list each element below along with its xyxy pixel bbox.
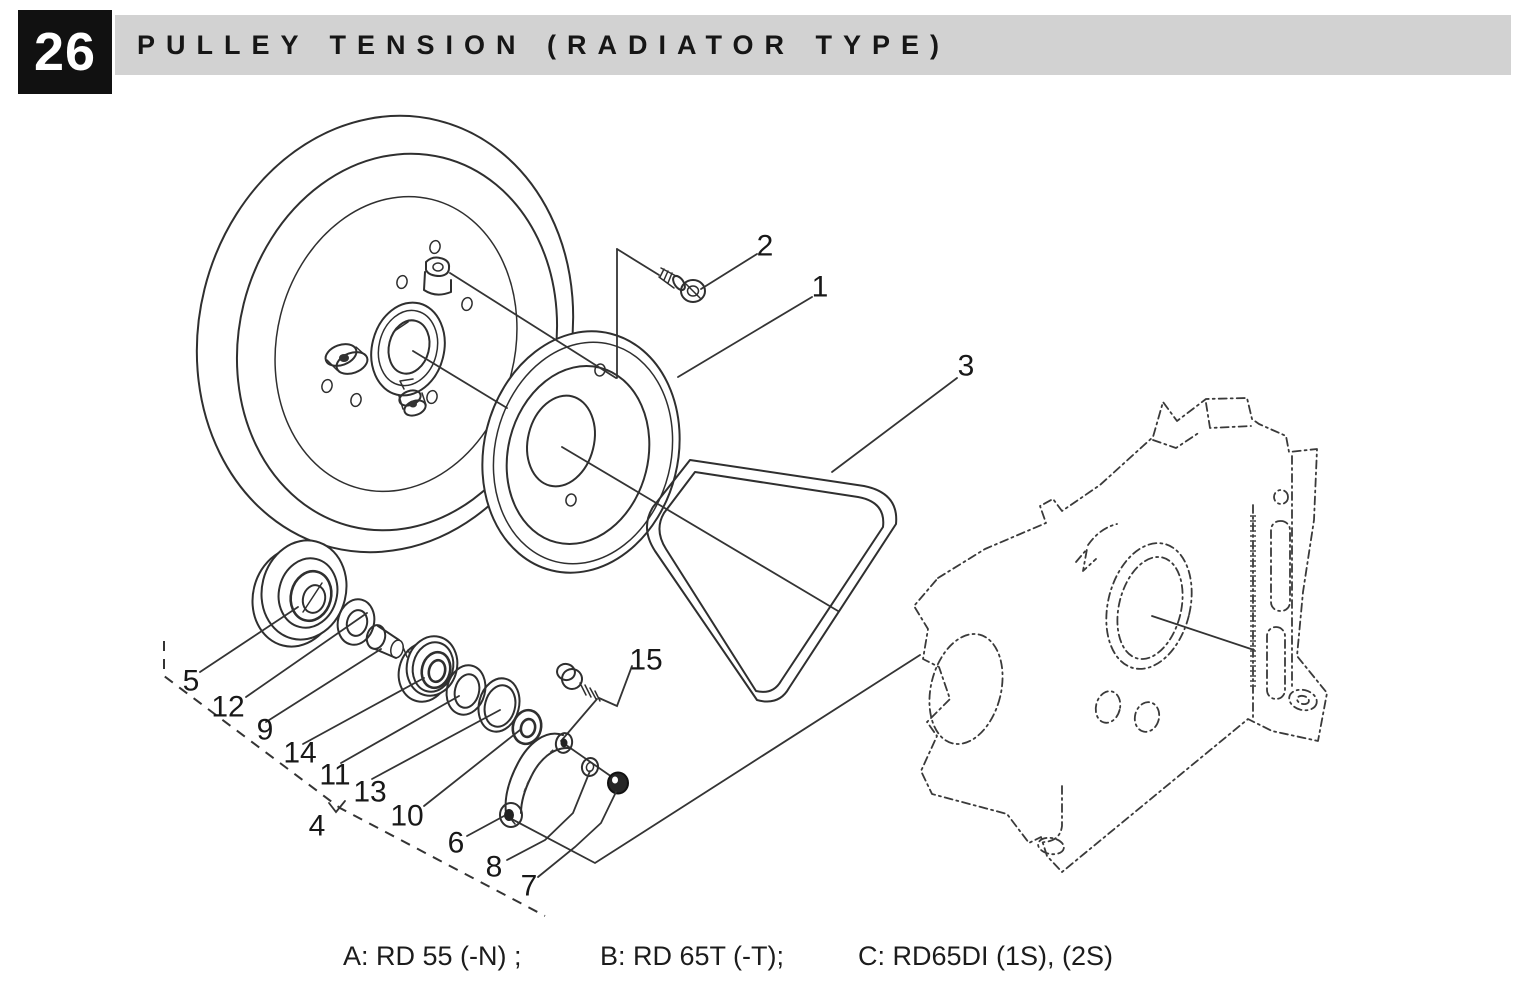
ring-part13: [477, 677, 521, 733]
bearing-part14: [397, 635, 459, 703]
model-note-b: B: RD 65T (-T);: [600, 941, 785, 971]
part-callout-6: 6: [448, 827, 465, 860]
left-opening: [928, 633, 1004, 745]
v-belt-drawing: [646, 459, 898, 703]
section-number-box: 26: [18, 10, 112, 94]
nut-part7: [607, 771, 629, 795]
part-callout-8: 8: [486, 851, 503, 884]
tension-arm-part6: [499, 732, 574, 828]
part-callout-12: 12: [211, 691, 244, 724]
part-callout-15: 15: [629, 644, 662, 677]
part-callout-4: 4: [309, 810, 326, 843]
callout-leader-lines: [199, 253, 958, 878]
washer-part10: [511, 708, 543, 746]
mount-boss: [1288, 688, 1318, 712]
part-callout-1: 1: [812, 271, 829, 304]
part-callout-5: 5: [183, 665, 200, 698]
part-callout-11: 11: [319, 759, 350, 792]
timing-opening: [1105, 542, 1193, 670]
part-callout-3: 3: [958, 350, 975, 383]
bolt-part15: [556, 662, 601, 702]
bolt-part2: [658, 267, 706, 303]
title-bar: PULLEY TENSION (RADIATOR TYPE): [115, 15, 1511, 75]
model-note-c: C: RD65DI (1S), (2S): [858, 941, 1114, 971]
tension-pulley-drawing: [481, 330, 681, 574]
part-callout-13: 13: [353, 776, 386, 809]
ring-part11: [445, 664, 487, 716]
boundary-dashed-line-part4: [163, 641, 546, 917]
page-title: PULLEY TENSION (RADIATOR TYPE): [137, 29, 951, 60]
crankcase-drawing: [913, 397, 1328, 873]
part-callout-7: 7: [521, 870, 538, 903]
model-note-a: A: RD 55 (-N) ;: [343, 941, 522, 971]
part-callouts: 1 2 3 4 5 6 7 8 9 10 11 12 13 14 15: [183, 230, 975, 903]
pulley-top-nut: [423, 256, 452, 296]
pulley-bottom-nut: [398, 378, 427, 417]
part-callout-14: 14: [283, 737, 316, 770]
fan-pulley-drawing: [195, 114, 575, 554]
assembly-axis-lines: [412, 248, 1255, 865]
part-callout-9: 9: [257, 714, 274, 747]
keyway-notch: [395, 321, 409, 331]
pulley-left-spacer: [324, 343, 369, 375]
part-callout-2: 2: [757, 230, 774, 263]
part-callout-10: 10: [390, 800, 423, 833]
pulley-face-holes: [321, 239, 473, 408]
bearing-case-part5: [251, 539, 348, 648]
section-number: 26: [33, 22, 97, 82]
